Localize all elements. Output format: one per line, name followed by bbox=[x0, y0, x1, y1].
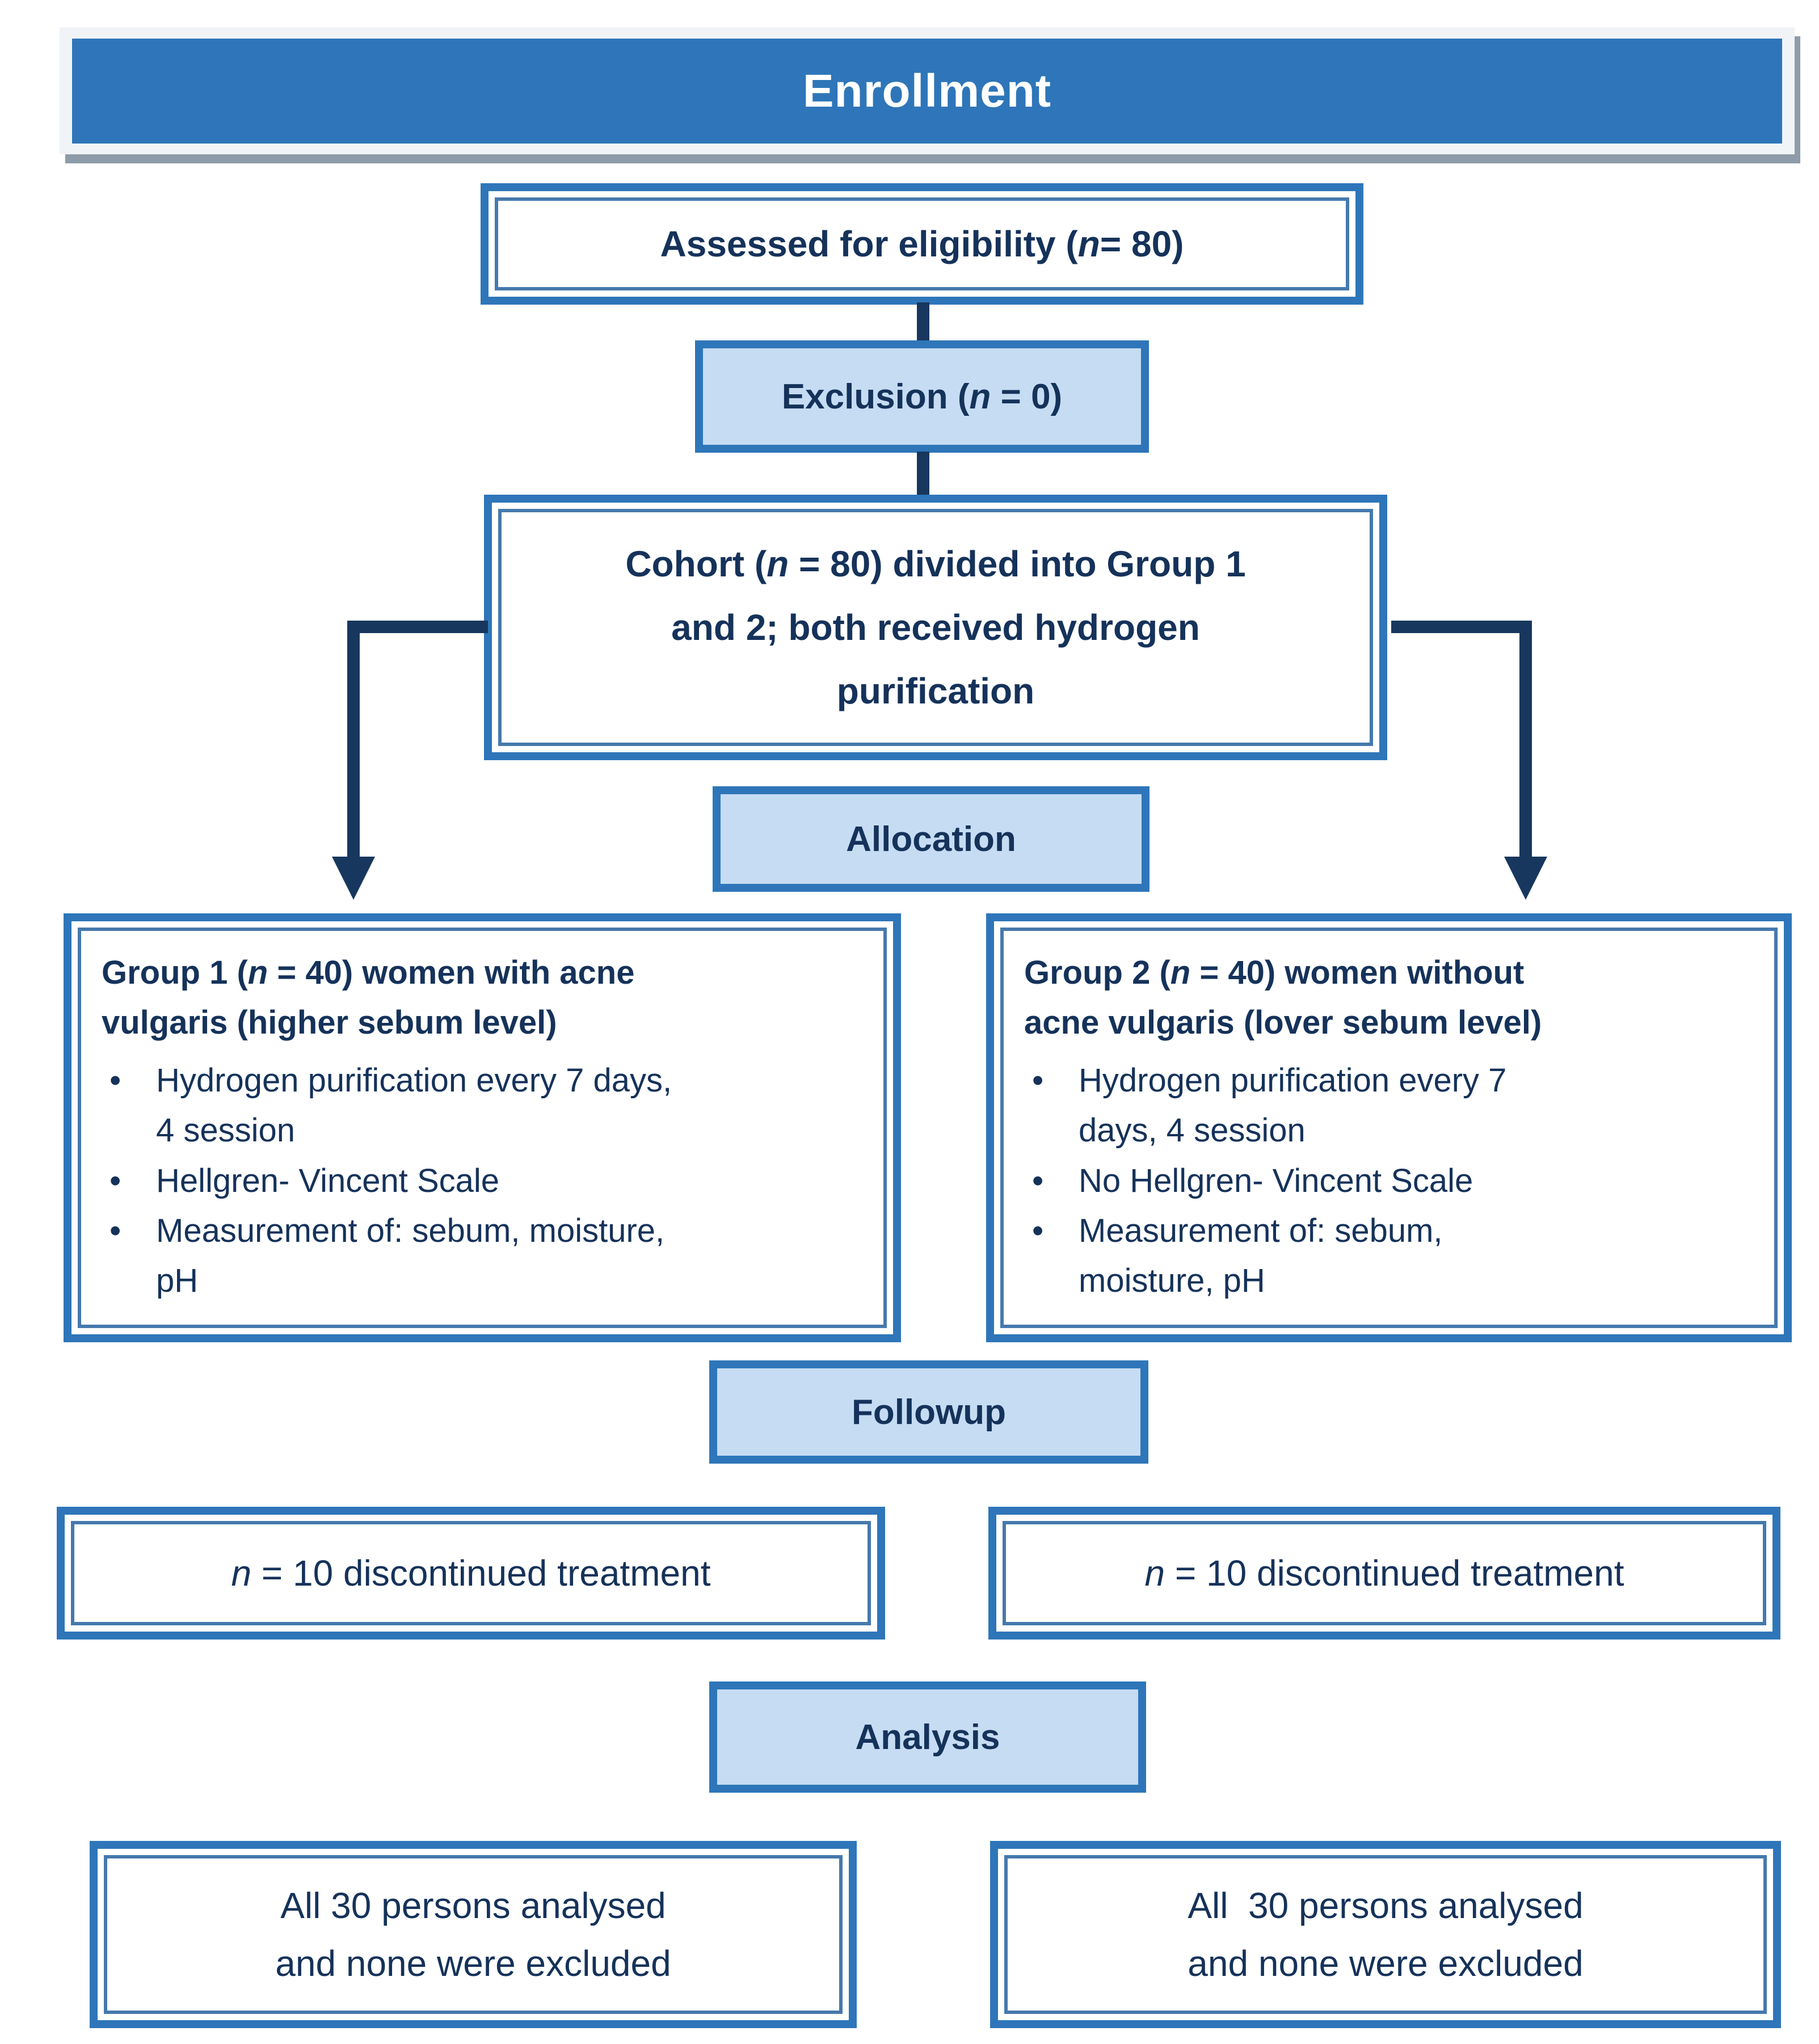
connector-left-vertical-line bbox=[347, 621, 360, 859]
analysis-label-box: Analysis bbox=[709, 1681, 1146, 1793]
followup-label: Followup bbox=[851, 1392, 1007, 1432]
bullet-dot-icon: • bbox=[110, 1162, 121, 1199]
group2-content: Group 2 (n = 40) women without acne vulg… bbox=[1004, 931, 1774, 1325]
allocation-label: Allocation bbox=[846, 819, 1016, 859]
group1-heading-line2: vulgaris (higher sebum level) bbox=[102, 1004, 557, 1042]
cohort-text-lines: Cohort (n = 80) divided into Group 1 and… bbox=[625, 532, 1245, 723]
group2-bullet-row-1: • Hydrogen purification every 7 days, 4 … bbox=[1024, 1056, 1762, 1156]
bullet-dot-icon: • bbox=[1032, 1062, 1044, 1099]
connector-left-horizontal-line bbox=[347, 621, 488, 633]
connector-assessed-exclusion-line bbox=[917, 302, 929, 342]
group1-heading-n: n bbox=[247, 954, 268, 991]
assessed-text-post: = 80) bbox=[1100, 224, 1184, 264]
followup-label-box: Followup bbox=[709, 1360, 1148, 1464]
connector-exclusion-cohort-line bbox=[917, 452, 929, 497]
exclusion-text-pre: Exclusion ( bbox=[781, 377, 970, 416]
group2-heading-post: = 40) women without bbox=[1190, 954, 1525, 991]
connector-right-vertical-line bbox=[1519, 621, 1532, 859]
discontinued-right-line: n = 10 discontinued treatment bbox=[1145, 1552, 1624, 1594]
discontinued-left-box: n = 10 discontinued treatment bbox=[57, 1507, 885, 1640]
cohort-box-text: Cohort (n = 80) divided into Group 1 and… bbox=[502, 512, 1370, 743]
group2-heading-pre: Group 2 ( bbox=[1024, 954, 1170, 991]
discontinued-left-line: n = 10 discontinued treatment bbox=[231, 1552, 711, 1594]
analysed-left-box: All 30 persons analysed and none were ex… bbox=[90, 1841, 857, 2028]
group1-heading-post: = 40) women with acne bbox=[268, 954, 635, 991]
connector-right-horizontal-line bbox=[1391, 621, 1532, 633]
cohort-text-n: n bbox=[767, 543, 789, 584]
group2-heading-n: n bbox=[1170, 954, 1191, 991]
group2-bullet-row-2: • No Hellgren- Vincent Scale bbox=[1024, 1156, 1762, 1206]
group2-bullet-2-text: No Hellgren- Vincent Scale bbox=[1079, 1162, 1473, 1199]
discontinued-right-post: = 10 discontinued treatment bbox=[1165, 1553, 1624, 1594]
group2-heading: Group 2 (n = 40) women without acne vulg… bbox=[1024, 948, 1762, 1048]
exclusion-text-post: = 0) bbox=[991, 377, 1063, 416]
group1-content: Group 1 (n = 40) women with acne vulgari… bbox=[81, 931, 883, 1325]
group2-bullet-row-3: • Measurement of: sebum, moisture, pH bbox=[1024, 1206, 1762, 1306]
cohort-text-pre: Cohort ( bbox=[625, 543, 767, 584]
enrollment-banner-frame: Enrollment bbox=[60, 27, 1795, 154]
assessed-text-pre: Assessed for eligibility ( bbox=[660, 224, 1078, 264]
discontinued-right-n: n bbox=[1144, 1553, 1165, 1594]
discontinued-left-post: = 10 discontinued treatment bbox=[251, 1553, 711, 1594]
group2-box: Group 2 (n = 40) women without acne vulg… bbox=[986, 913, 1792, 1342]
group1-heading-pre: Group 1 ( bbox=[102, 954, 248, 991]
cohort-box: Cohort (n = 80) divided into Group 1 and… bbox=[484, 495, 1387, 760]
group1-bullet-2-text: Hellgren- Vincent Scale bbox=[156, 1162, 500, 1199]
group1-bullet-3-text: Measurement of: sebum, moisture, pH bbox=[156, 1212, 665, 1299]
group2-bullet-1-text: Hydrogen purification every 7 days, 4 se… bbox=[1079, 1062, 1507, 1149]
right-down-arrowhead-icon bbox=[1504, 857, 1547, 900]
group1-bullet-row-2: • Hellgren- Vincent Scale bbox=[102, 1156, 871, 1206]
analysis-label: Analysis bbox=[855, 1717, 1000, 1757]
discontinued-right-text: n = 10 discontinued treatment bbox=[1006, 1524, 1763, 1622]
discontinued-left-n: n bbox=[231, 1553, 252, 1594]
group2-bullet-3-text: Measurement of: sebum, moisture, pH bbox=[1079, 1212, 1443, 1299]
bullet-dot-icon: • bbox=[110, 1062, 121, 1099]
enrollment-banner: Enrollment bbox=[72, 39, 1782, 144]
group1-heading: Group 1 (n = 40) women with acne vulgari… bbox=[102, 948, 871, 1048]
exclusion-box-text: Exclusion (n = 0) bbox=[782, 377, 1062, 417]
allocation-label-box: Allocation bbox=[713, 786, 1149, 892]
bullet-dot-icon: • bbox=[110, 1212, 121, 1249]
discontinued-right-box: n = 10 discontinued treatment bbox=[988, 1507, 1780, 1640]
discontinued-left-text: n = 10 discontinued treatment bbox=[74, 1524, 868, 1622]
analysed-right-text: All 30 persons analysed and none were ex… bbox=[1188, 1885, 1584, 1984]
group1-box: Group 1 (n = 40) women with acne vulgari… bbox=[64, 913, 901, 1342]
left-down-arrowhead-icon bbox=[332, 857, 375, 900]
exclusion-text-n: n bbox=[969, 377, 991, 416]
assessed-box: Assessed for eligibility (n = 80) bbox=[481, 183, 1363, 305]
analysed-left-text: All 30 persons analysed and none were ex… bbox=[275, 1885, 671, 1984]
analysed-right-box: All 30 persons analysed and none were ex… bbox=[990, 1841, 1781, 2028]
assessed-box-text: Assessed for eligibility (n = 80) bbox=[498, 201, 1346, 287]
cohort-text-post: = 80) divided into Group 1 and 2; both r… bbox=[671, 543, 1246, 711]
group1-bullet-row-3: • Measurement of: sebum, moisture, pH bbox=[102, 1206, 871, 1306]
group2-heading-line2: acne vulgaris (lover sebum level) bbox=[1024, 1004, 1542, 1042]
assessed-text-n: n bbox=[1077, 224, 1100, 264]
group1-bullet-row-1: • Hydrogen purification every 7 days, 4 … bbox=[102, 1056, 871, 1156]
bullet-dot-icon: • bbox=[1032, 1212, 1044, 1249]
enrollment-banner-label: Enrollment bbox=[802, 65, 1052, 117]
group1-bullet-1-text: Hydrogen purification every 7 days, 4 se… bbox=[156, 1062, 672, 1149]
bullet-dot-icon: • bbox=[1032, 1162, 1044, 1199]
exclusion-box: Exclusion (n = 0) bbox=[695, 340, 1149, 453]
